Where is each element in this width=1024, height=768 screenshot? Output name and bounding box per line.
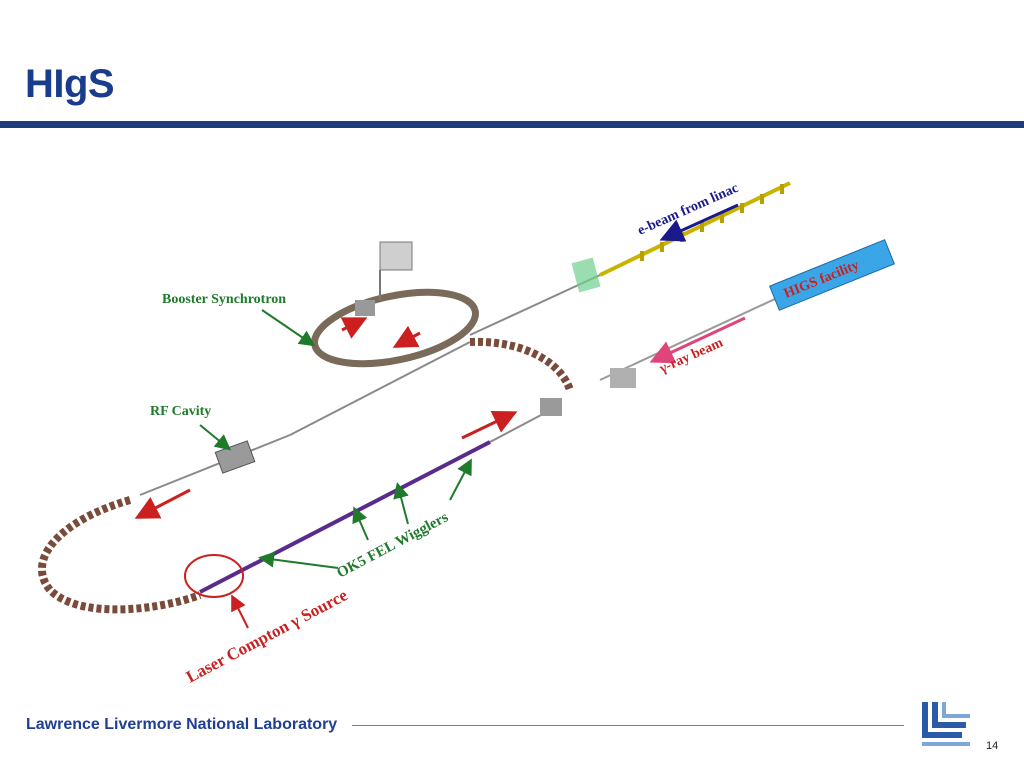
label-rf-cavity: RF Cavity	[150, 404, 211, 419]
booster-ring	[311, 241, 479, 368]
footer-lab-name: Lawrence Livermore National Laboratory	[26, 716, 338, 733]
booster-direction-1	[340, 317, 368, 339]
gamma-arrow	[649, 316, 746, 364]
linac-rail	[469, 181, 791, 336]
wiggler-pointer-2	[352, 506, 369, 541]
ring-direction-1	[461, 410, 518, 440]
compton-pointer	[231, 594, 249, 629]
booster-pointer	[261, 309, 316, 347]
rf-cavity-shape	[214, 440, 256, 474]
label-compton: Laser Compton γ Source	[183, 585, 351, 686]
higs-facility-box	[768, 239, 896, 311]
booster-direction-2	[392, 325, 421, 348]
facility-diagram: Booster Synchrotron RF Cavity e-beam fro…	[37, 181, 896, 687]
rf-pointer	[199, 424, 232, 451]
title-divider	[0, 121, 1024, 128]
slide-title: HIgS	[25, 62, 115, 106]
label-booster: Booster Synchrotron	[162, 292, 286, 307]
wiggler-pointer-4	[449, 458, 472, 501]
label-wigglers: OK5 FEL Wigglers	[334, 509, 451, 581]
wiggler-pointer-1	[258, 551, 339, 569]
ring-direction-2	[134, 488, 191, 519]
ebeam-arrow	[659, 203, 739, 242]
page-number: 14	[986, 740, 999, 752]
wiggler-pointer-3	[393, 482, 409, 525]
llnl-logo	[922, 702, 970, 746]
storage-ring	[37, 337, 574, 614]
footer-divider	[352, 725, 904, 726]
compton-circle	[184, 554, 244, 598]
